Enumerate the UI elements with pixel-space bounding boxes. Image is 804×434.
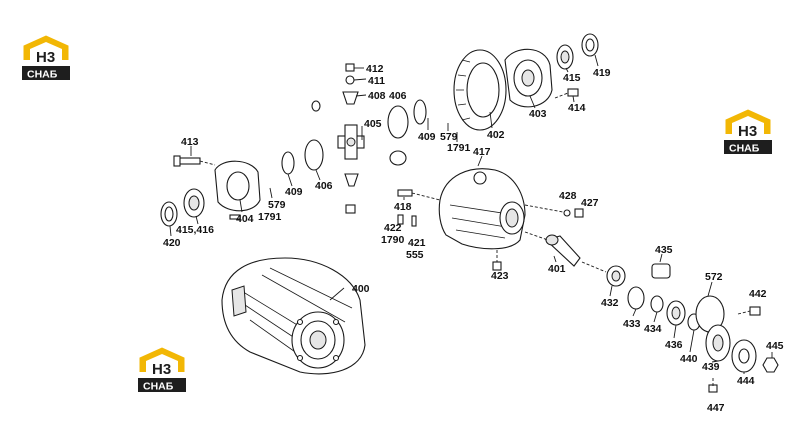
callout-442: 442	[749, 288, 767, 300]
callout-401: 401	[548, 263, 566, 275]
part-bearing-436	[666, 300, 686, 326]
part-ring-420	[160, 201, 178, 227]
callout-435: 435	[655, 244, 673, 256]
callout-439: 439	[702, 361, 720, 373]
axis-line-pinion	[524, 231, 549, 241]
callout-436: 436	[665, 339, 683, 351]
callout-427: 427	[581, 197, 599, 209]
callout-415-416: 415,416	[176, 224, 214, 236]
callout-406-left: 406	[315, 180, 333, 192]
part-bolt-413	[173, 155, 216, 167]
callout-414: 414	[568, 102, 586, 114]
logo-bar	[22, 66, 70, 80]
callout-419: 419	[593, 67, 611, 79]
part-bearing-432	[606, 265, 626, 287]
callout-420: 420	[163, 237, 181, 249]
callout-labels: 412 411 408 406 405 409 579 1791 402 403…	[163, 63, 784, 414]
callout-412: 412	[366, 63, 384, 75]
callout-418: 418	[394, 201, 412, 213]
part-ring-gear-402	[453, 49, 507, 131]
logo-bottom-left: H3 СНАБ	[138, 347, 186, 393]
part-carrier-case-404	[214, 160, 261, 220]
callout-434: 434	[644, 323, 662, 335]
callout-406-top: 406	[389, 90, 407, 102]
callout-444: 444	[737, 375, 755, 387]
callout-572: 572	[705, 271, 723, 283]
axis-line-bearing	[581, 261, 607, 273]
callout-1791-top: 1791	[447, 142, 471, 154]
part-cover-439	[705, 324, 731, 362]
logo-letters: H3	[152, 361, 171, 378]
callout-432: 432	[601, 297, 619, 309]
callout-409-left: 409	[285, 186, 303, 198]
callout-422: 422	[384, 222, 402, 234]
logo-word: СНАБ	[729, 143, 760, 155]
logo-letters: H3	[36, 49, 55, 66]
part-bearing-415-416	[183, 188, 205, 218]
logo-right: H3 СНАБ	[724, 109, 772, 155]
callout-413: 413	[181, 136, 199, 148]
part-carrier-half-403	[504, 48, 553, 108]
part-bearing-419-top	[581, 33, 599, 57]
part-bolt-421	[397, 214, 417, 227]
callout-428: 428	[559, 190, 577, 202]
callout-579-top: 579	[440, 131, 458, 143]
part-bearing-415-top	[556, 44, 574, 70]
part-washers-409	[281, 99, 427, 175]
part-pinion-401	[544, 234, 581, 267]
callout-400: 400	[352, 283, 370, 295]
part-ring-433	[627, 286, 645, 310]
part-bolt-418	[397, 189, 441, 201]
part-bolt-447	[708, 378, 718, 393]
leader-lines	[169, 54, 773, 374]
part-spider-405	[337, 124, 365, 160]
callout-433: 433	[623, 318, 641, 330]
part-spacer-434	[650, 295, 664, 313]
part-carrier-417	[438, 168, 526, 250]
callout-408: 408	[368, 90, 386, 102]
callout-555: 555	[406, 249, 424, 261]
part-side-gear-406	[304, 105, 409, 171]
logo-bar	[724, 140, 772, 154]
callout-445: 445	[766, 340, 784, 352]
callout-411: 411	[368, 75, 385, 87]
callout-1790: 1790	[381, 234, 405, 246]
callout-409-top: 409	[418, 131, 436, 143]
part-bolt-414	[554, 88, 579, 99]
callout-402: 402	[487, 129, 505, 141]
part-bolt-442	[737, 306, 761, 316]
callout-423: 423	[491, 270, 509, 282]
part-housing-400	[221, 257, 366, 375]
callout-403: 403	[529, 108, 547, 120]
callout-421: 421	[408, 237, 426, 249]
part-flange-444	[731, 339, 757, 373]
part-nut-445	[762, 357, 779, 373]
part-pinion-gears-408	[342, 63, 359, 214]
callout-1791-left: 1791	[258, 211, 282, 223]
logo-bar	[138, 378, 186, 392]
callout-405: 405	[364, 118, 382, 130]
logo-top-left: H3 СНАБ	[22, 35, 70, 81]
callout-404: 404	[236, 213, 254, 225]
part-cup-435	[651, 263, 671, 279]
callout-579-left: 579	[268, 199, 286, 211]
logo-word: СНАБ	[143, 381, 174, 393]
part-bolt-423	[492, 250, 502, 271]
callout-417: 417	[473, 146, 491, 158]
logo-word: СНАБ	[27, 69, 58, 81]
callout-440: 440	[680, 353, 698, 365]
logo-letters: H3	[738, 123, 757, 140]
callout-415-top: 415	[563, 72, 581, 84]
part-plug-427-428	[524, 204, 584, 218]
callout-447: 447	[707, 402, 725, 414]
